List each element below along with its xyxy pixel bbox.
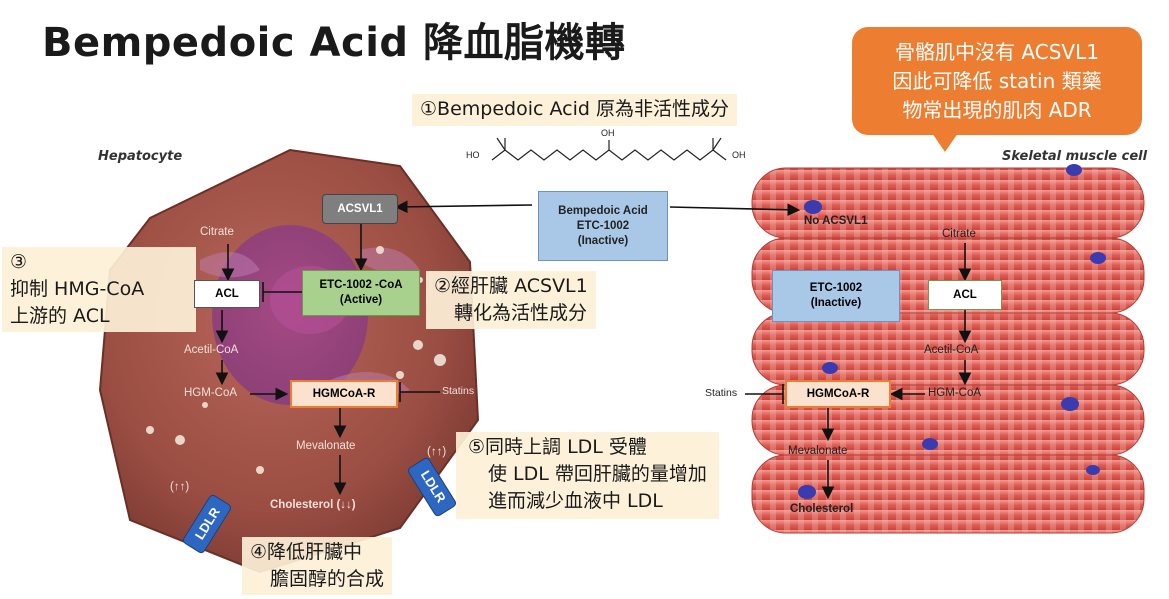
note-4-cholesterol: ④降低肝臟中 膽固醇的合成 [242,537,393,595]
note-4-line: 膽固醇的合成 [270,568,385,590]
liver-acetil-coa: Acetil-CoA [184,344,239,356]
acsvl1-box: ACSVL1 [322,194,398,224]
etc-inactive-line: (Inactive) [810,297,862,309]
liver-cholesterol: Cholesterol (↓↓) [270,499,356,511]
ldlr-updown-right: (↑↑) [427,446,447,458]
pathway-arrows [215,200,972,500]
center-box-line: ETC-1002 [576,219,630,232]
etc-active-box: ETC-1002 -CoA (Active) [302,270,420,316]
callout-line: 物常出現的肌肉 ADR [902,97,1092,122]
note-3-line: ③ [10,251,28,273]
muscle-hgmcoa-r-box: HGMCoA-R [785,380,891,408]
note-5-ldl: ⑤同時上調 LDL 受體 使 LDL 帶回肝臟的量增加 進而減少血液中 LDL [456,432,719,519]
muscle-acetil-coa: Acetil-CoA [924,344,979,356]
hepatocyte-caption: Hepatocyte [98,149,183,164]
muscle-caption: Skeletal muscle cell [1002,149,1148,164]
etc-active-line: (Active) [339,294,383,306]
etc-inactive-line: ETC-1002 [809,282,863,294]
note-2-activation: ②經肝臟 ACSVL1 轉化為活性成分 [426,271,596,329]
structure-label: HO [466,150,480,160]
bempedoic-acid-box: Bempedoic Acid ETC-1002 (Inactive) [538,191,668,261]
ldlr-receptor-left [182,494,232,554]
callout-line: 因此可降低 statin 類藥 [892,68,1102,93]
ldlr-receptor-right [407,457,457,517]
center-box-line: (Inactive) [577,234,629,247]
muscle-no-acsvl1: No ACSVL1 [804,215,868,227]
skeletal-muscle [751,164,1145,534]
note-5-line: 進而減少血液中 LDL [488,490,663,512]
callout-line: 骨骼肌中沒有 ACSVL1 [895,39,1099,64]
chemical-structure [491,137,727,161]
etc-active-line: ETC-1002 -CoA [319,279,403,291]
structure-label: OH [732,150,746,160]
note-3-line: 上游的 ACL [10,305,110,327]
liver-hgmcoa-r-box: HGMCoA-R [290,380,398,408]
note-5-line: 使 LDL 帶回肝臟的量增加 [488,463,707,485]
liver-citrate: Citrate [200,226,234,238]
etc-inactive-box: ETC-1002 (Inactive) [772,270,900,322]
structure-label: OH [601,128,615,138]
liver-acl-box: ACL [194,280,260,308]
center-box-line: Bempedoic Acid [558,204,648,217]
note-3-line: 抑制 HMG-CoA [10,278,145,300]
note-3-acl-inhibit: ③ 抑制 HMG-CoA 上游的 ACL [2,247,196,332]
page-title: Bempedoic Acid 降血脂機轉 [42,20,626,66]
liver-statins: Statins [442,385,475,397]
note-1-inactive: ①Bempedoic Acid 原為非活性成分 [412,94,737,126]
muscle-citrate: Citrate [942,228,976,240]
muscle-mevalonate: Mevalonate [788,445,848,457]
liver-mevalonate: Mevalonate [296,440,356,452]
note-4-line: ④降低肝臟中 [250,541,363,563]
note-2-line: 轉化為活性成分 [454,302,588,324]
muscle-hgm-coa: HGM-CoA [928,387,982,399]
callout-muscle-note: 骨骼肌中沒有 ACSVL1 因此可降低 statin 類藥 物常出現的肌肉 AD… [852,27,1142,135]
muscle-statins: Statins [705,387,738,399]
liver-hgm-coa: HGM-CoA [184,387,238,399]
ldlr-updown-left: (↑↑) [170,481,190,493]
muscle-acl-box: ACL [928,280,1002,310]
callout-tail [932,133,958,152]
note-5-line: ⑤同時上調 LDL 受體 [468,436,647,458]
note-2-line: ②經肝臟 ACSVL1 [434,275,588,297]
muscle-cholesterol: Cholesterol [790,503,854,515]
